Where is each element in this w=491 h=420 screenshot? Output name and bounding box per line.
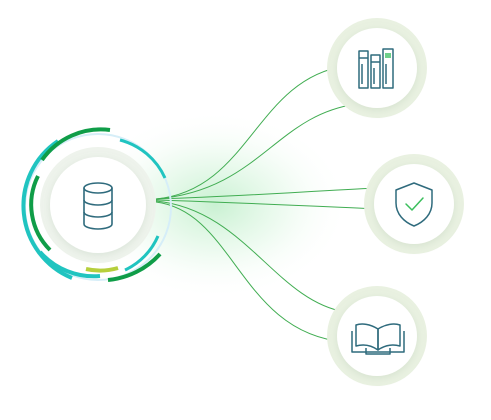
hub-ring-teal-right bbox=[124, 235, 160, 272]
node-security-core bbox=[374, 164, 454, 244]
connector-security-2 bbox=[155, 199, 379, 210]
node-library bbox=[327, 18, 427, 118]
node-knowledge-core bbox=[337, 296, 417, 376]
database-icon bbox=[83, 182, 113, 230]
hub-ring-lime bbox=[85, 266, 119, 273]
node-library-core bbox=[337, 28, 417, 108]
connector-knowledge-1 bbox=[155, 200, 346, 313]
node-knowledge bbox=[327, 286, 427, 386]
hub-rings bbox=[21, 127, 172, 282]
connectors bbox=[155, 65, 379, 343]
connector-security-1 bbox=[155, 187, 379, 200]
hub-ring-teal-bottom bbox=[38, 250, 101, 279]
open-book-icon bbox=[351, 323, 405, 355]
hub-ring-teal-outer bbox=[21, 139, 73, 280]
library-books-icon bbox=[358, 48, 394, 89]
node-security bbox=[364, 154, 464, 254]
connector-knowledge-2 bbox=[155, 201, 346, 343]
connector-library-2 bbox=[155, 103, 358, 200]
hub-ring-green-left bbox=[29, 175, 52, 252]
hub-ring-green-top bbox=[40, 127, 111, 162]
hub-ring-green-bottom bbox=[107, 252, 162, 282]
shield-check-icon bbox=[395, 182, 433, 227]
connector-library-1 bbox=[155, 65, 346, 200]
hub-ring-teal-top bbox=[119, 138, 167, 179]
database-hub bbox=[21, 127, 172, 282]
